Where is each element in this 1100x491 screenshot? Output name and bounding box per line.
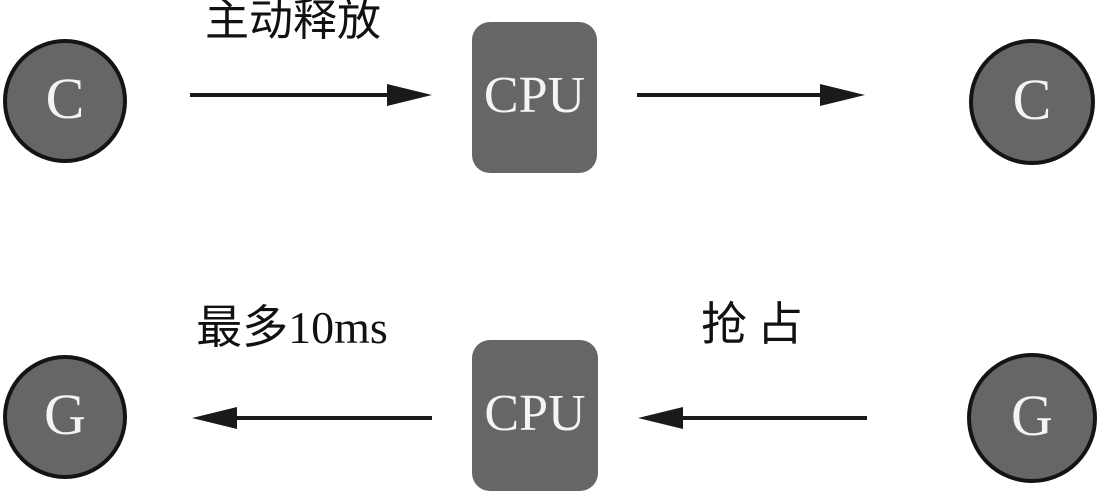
node-c-right: C [969,39,1095,165]
node-c-left: C [3,39,127,163]
node-c-right-label: C [1012,67,1052,132]
arrow-assign [637,84,865,106]
node-g-right-label: G [1011,383,1053,448]
node-c-left-label: C [45,66,85,131]
node-g-left-label: G [44,382,86,447]
arrow-release [190,84,432,106]
edge-label-max10ms: 最多10ms [196,302,388,353]
node-g-right: G [967,353,1097,483]
node-g-left: G [3,355,127,479]
node-cpu-bottom-label: CPU [484,384,586,442]
arrow-preempt [638,407,867,429]
node-cpu-top: CPU [472,22,597,173]
node-cpu-bottom: CPU [472,340,598,491]
arrow-max10ms [192,407,432,429]
edge-label-preempt: 抢占 [701,299,813,350]
edge-label-release: 主动释放 [205,0,381,45]
node-cpu-top-label: CPU [483,66,586,124]
